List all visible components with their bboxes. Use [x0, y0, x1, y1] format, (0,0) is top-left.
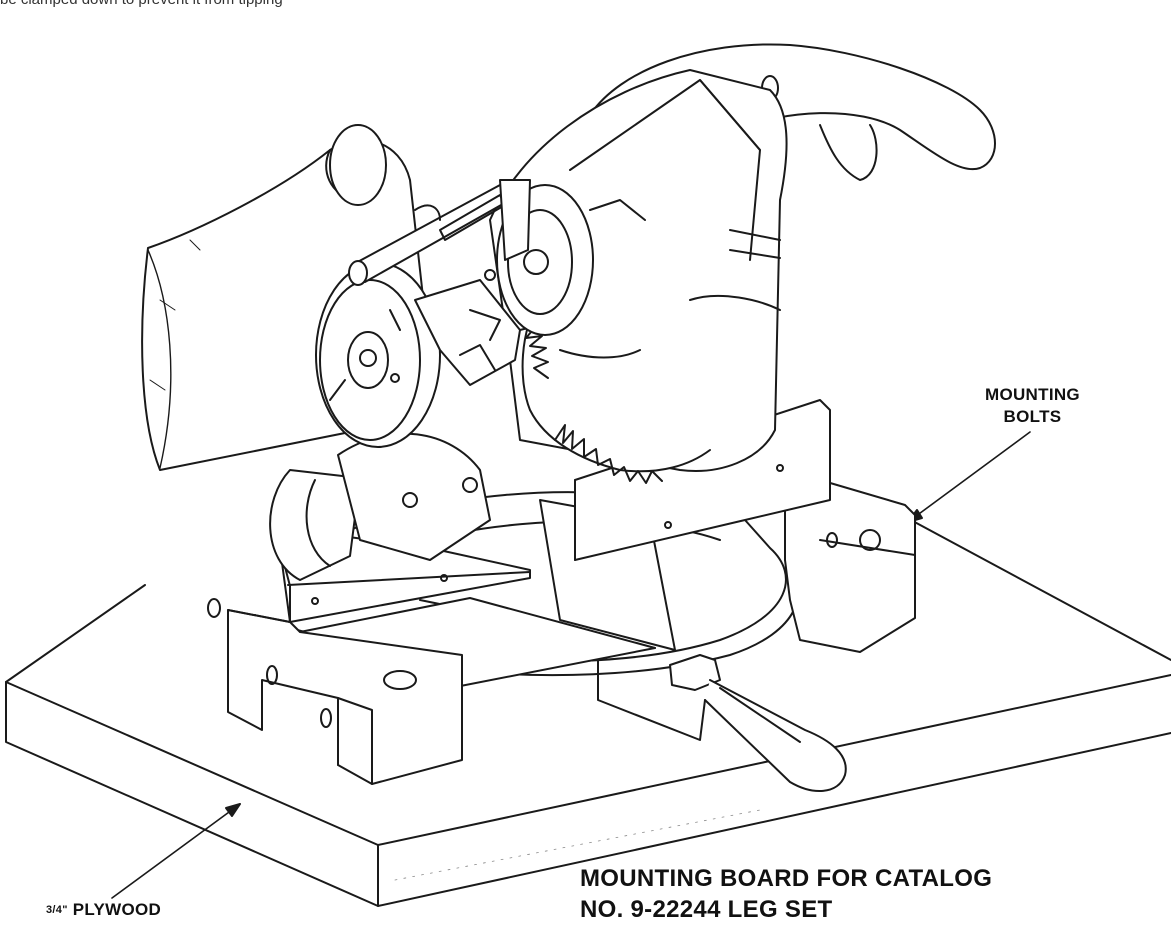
- plywood-thickness: 3/4": [46, 904, 68, 916]
- cut-off-instruction-text: be clamped down to prevent it from tippi…: [0, 0, 283, 8]
- left-leg: [207, 598, 463, 785]
- plywood-label: 3/4" PLYWOOD: [46, 900, 161, 920]
- lower-arm: [414, 269, 521, 386]
- pivot-housing: [269, 432, 491, 581]
- miter-lock-handle: [597, 654, 847, 793]
- mounting-bolts-label: MOUNTING BOLTS: [985, 384, 1080, 428]
- plywood-word: PLYWOOD: [72, 900, 162, 919]
- mounting-board-caption: MOUNTING BOARD FOR CATALOG NO. 9-22244 L…: [580, 863, 992, 925]
- mounting-board-caption-line2: NO. 9-22244 LEG SET: [580, 896, 833, 923]
- guard-linkage: [348, 179, 531, 286]
- mounting-board-caption-line1: MOUNTING BOARD FOR CATALOG: [580, 865, 993, 892]
- mounting-bolts-label-line1: MOUNTING: [985, 385, 1080, 404]
- mounting-bolts-label-line2: BOLTS: [1003, 407, 1062, 426]
- motor-end-cap: [315, 262, 441, 448]
